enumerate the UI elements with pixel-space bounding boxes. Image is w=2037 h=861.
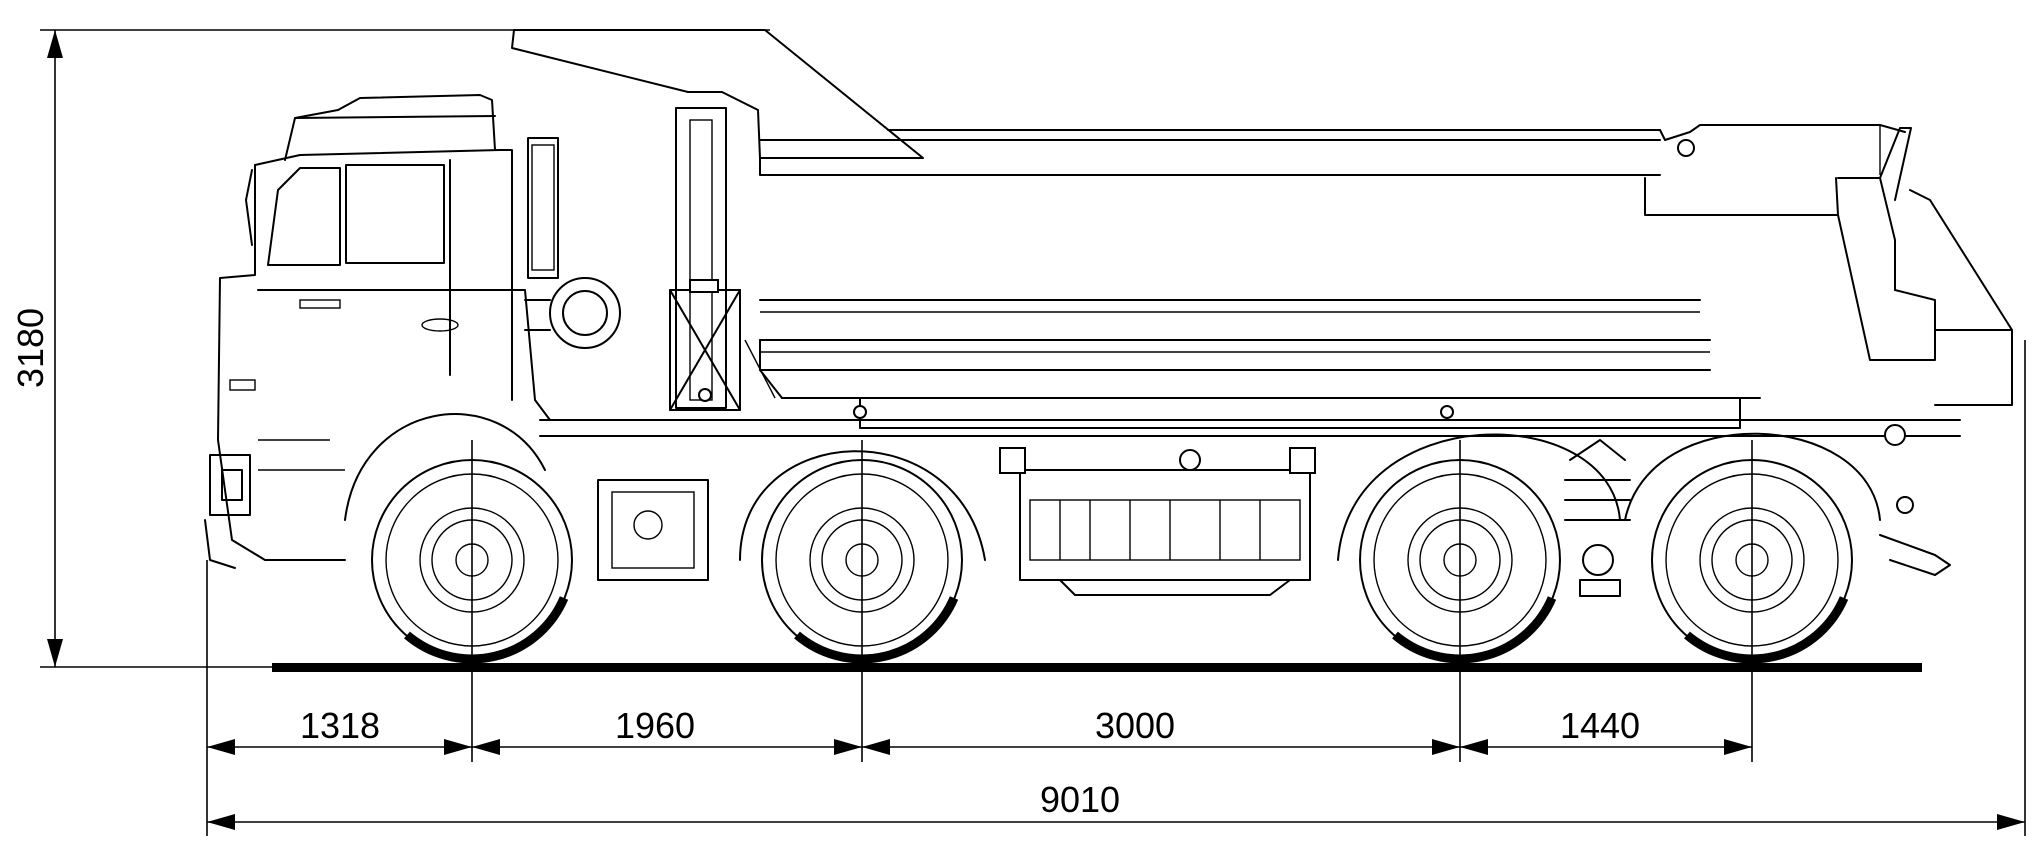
dump-body (511, 29, 2013, 429)
dimension-overall-height: 3180 (10, 308, 51, 388)
dimension-wheelbase-1-2: 1960 (615, 705, 695, 746)
dimension-front-overhang: 1318 (300, 705, 380, 746)
ground-line (272, 663, 1922, 672)
fenders (344, 413, 1881, 561)
dimension-lines (40, 29, 2026, 836)
cab (204, 94, 621, 569)
dimension-wheelbase-3-4: 1440 (1560, 705, 1640, 746)
dimension-wheelbase-2-3: 3000 (1095, 705, 1175, 746)
dimension-overall-length: 9010 (1040, 779, 1120, 820)
